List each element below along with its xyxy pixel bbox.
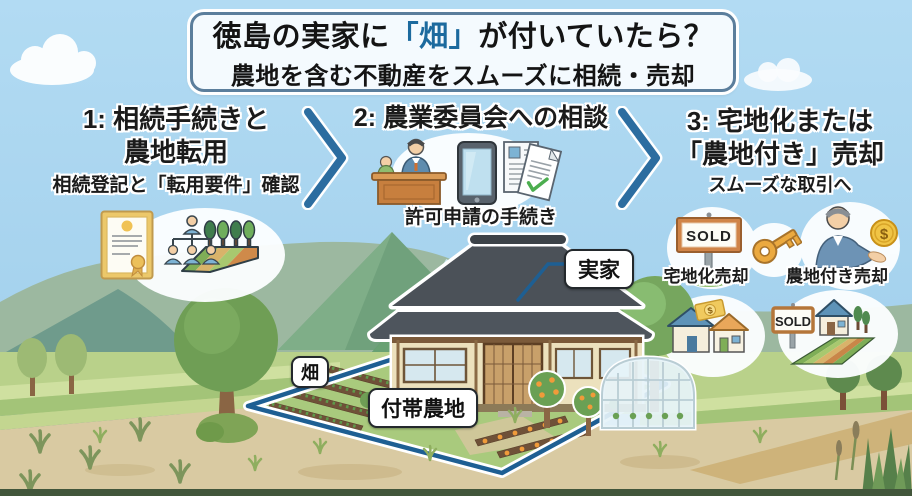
center-mountain-light-face <box>278 232 392 350</box>
deed-certificate-icon <box>100 210 154 280</box>
field-stripe <box>0 374 340 416</box>
farmland-label: 付帯農地 <box>368 388 478 428</box>
sold-text: SOLD <box>775 314 811 329</box>
step3-caption: スムーズな取引へ <box>708 175 852 195</box>
documents-icon <box>503 141 562 202</box>
family-tree-icon <box>163 215 221 265</box>
ground-shadow <box>620 455 700 469</box>
step2-caption: 許可申請の手続き <box>404 207 557 228</box>
title-line1-pre: 徳島の実家に <box>212 21 390 53</box>
title-line1-post: が付いていたら？ <box>478 21 714 53</box>
step3-block: 3: 宅地化または 「農地付き」売却 スムーズな取引へ <box>652 105 908 197</box>
clouds <box>10 34 812 91</box>
greenhouse-illustration <box>599 355 697 431</box>
reeds <box>834 421 912 496</box>
house-label-pointer <box>516 262 570 302</box>
title-line1: 徳島の実家に「畑」が付いていたら？ <box>213 13 714 55</box>
consultation-desk-icon <box>371 138 447 205</box>
tablet-icon <box>457 141 497 205</box>
house-label: 実家 <box>564 249 634 289</box>
orange-trees <box>528 370 604 436</box>
step1-block: 1: 相続手続きと 農地転用 相続登記と「転用要件」確認 <box>36 103 316 198</box>
house-illustration <box>360 232 655 417</box>
sold-text: SOLD <box>686 228 732 245</box>
left-trees <box>17 288 278 443</box>
handing-money-icon: $ <box>815 206 898 268</box>
title-box: 徳島の実家に「畑」が付いていたら？ 農地を含む不動産をスムーズに相続・売却 <box>190 12 736 92</box>
ground-shadow <box>85 464 155 476</box>
sold-sign-icon: SOLD <box>676 212 742 287</box>
ground-shadow <box>298 464 402 480</box>
key-icon <box>752 229 802 264</box>
field-label: 畑 <box>291 356 329 388</box>
houses-money-icon: $ <box>667 298 749 353</box>
currency-symbol: $ <box>707 305 714 316</box>
outcome-farmland-label: 農地付き売却 <box>786 267 888 286</box>
sold-farmhouse-icon: SOLD <box>771 299 876 365</box>
currency-symbol: $ <box>880 226 889 243</box>
step1-heading-line1: 1: 相続手続きと <box>82 104 270 134</box>
title-highlight-hatake: 「畑」 <box>389 21 479 53</box>
step1-caption: 相続登記と「転用要件」確認 <box>52 175 300 196</box>
chevron-right-icon <box>615 106 663 210</box>
step1-heading-line2: 農地転用 <box>123 136 228 167</box>
step3-heading-line2: 「農地付き」売却 <box>675 138 884 169</box>
bottom-strip <box>0 489 912 496</box>
step2-heading: 2: 農業委員会への相談 <box>353 104 609 132</box>
chevron-right-icon <box>301 106 349 210</box>
step3-heading-line1: 3: 宅地化または <box>686 106 874 136</box>
title-line2: 農地を含む不動産をスムーズに相続・売却 <box>230 63 696 90</box>
outcome-residential-label: 宅地化売却 <box>663 267 749 286</box>
